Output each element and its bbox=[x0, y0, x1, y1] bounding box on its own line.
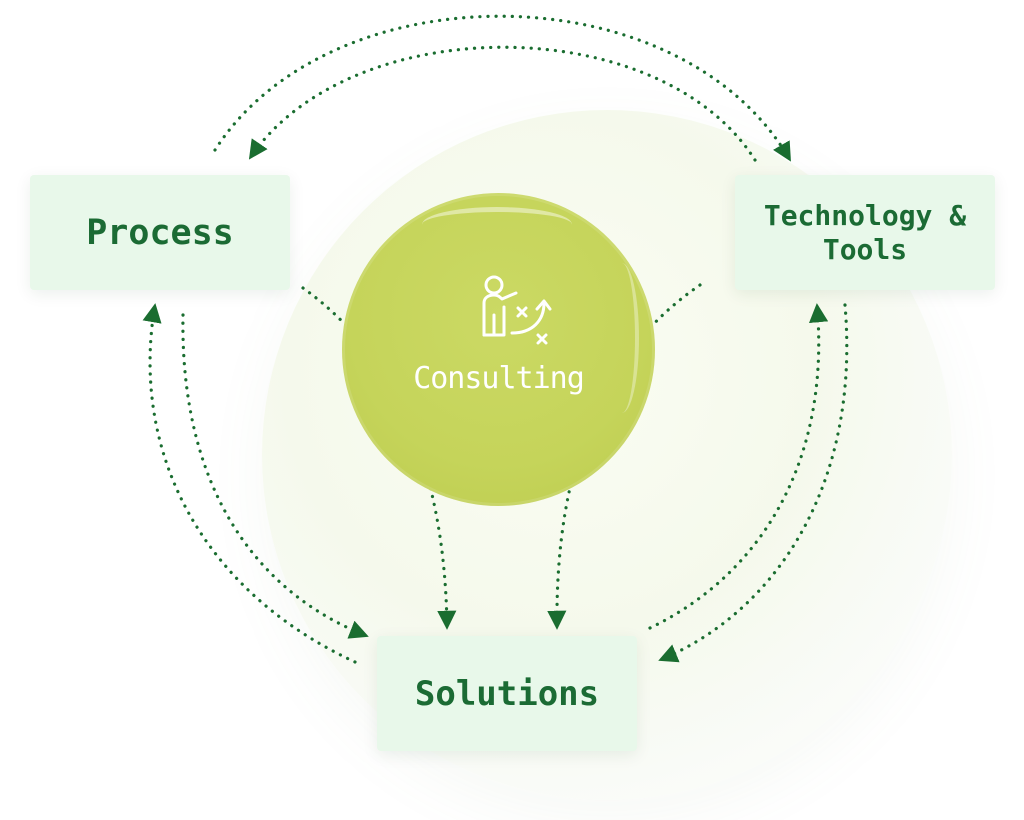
arrow-process-to-solutions bbox=[181, 313, 369, 639]
technology-tools-label-line1: Technology & bbox=[763, 198, 967, 232]
technology-tools-label-line2: Tools bbox=[822, 232, 908, 266]
circle-gloss-highlight-right bbox=[605, 263, 639, 413]
arrow-process-to-technology bbox=[213, 14, 792, 162]
technology-tools-node: Technology & Tools bbox=[735, 175, 995, 290]
process-node: Process bbox=[30, 175, 290, 290]
arrow-solutions-to-process bbox=[142, 303, 357, 664]
arrow-solutions-to-technology bbox=[648, 303, 829, 630]
consulting-label: Consulting bbox=[413, 361, 585, 396]
presenter-strategy-icon bbox=[482, 275, 552, 345]
arrow-technology-to-solutions bbox=[658, 303, 849, 663]
solutions-label: Solutions bbox=[414, 673, 600, 714]
arrow-technology-to-process bbox=[248, 45, 757, 162]
process-label: Process bbox=[86, 212, 234, 253]
consulting-circle: Consulting bbox=[342, 193, 655, 506]
solutions-node: Solutions bbox=[377, 636, 637, 751]
arrow-technology-through-center-to-solutions bbox=[547, 283, 702, 630]
circle-gloss-highlight bbox=[422, 207, 572, 242]
